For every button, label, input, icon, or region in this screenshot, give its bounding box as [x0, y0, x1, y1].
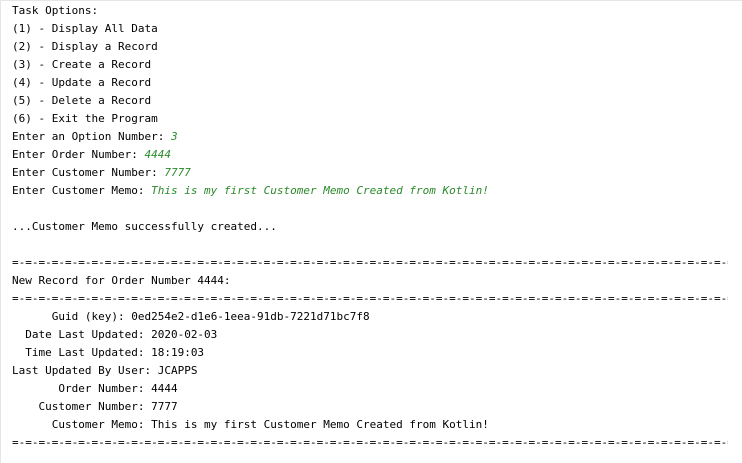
- menu-option-5: (5) - Delete a Record: [12, 94, 152, 107]
- separator-line: =-=-=-=-=-=-=-=-=-=-=-=-=-=-=-=-=-=-=-=-…: [12, 436, 728, 449]
- field-value: 4444: [151, 382, 178, 395]
- menu-title: Task Options:: [12, 4, 99, 17]
- menu-option-6: (6) - Exit the Program: [12, 112, 158, 125]
- record-field-customer-memo: Customer Memo: This is my first Customer…: [12, 416, 728, 434]
- field-label: Guid (key):: [12, 310, 132, 323]
- prompt-option-number: Enter an Option Number: 3: [12, 128, 728, 146]
- field-value: 18:19:03: [151, 346, 205, 359]
- record-field-guid: Guid (key): 0ed254e2-d1e6-1eea-91db-7221…: [12, 308, 728, 326]
- field-value: JCAPPS: [157, 364, 198, 377]
- menu-option-2: (2) - Display a Record: [12, 40, 158, 53]
- field-value: This is my first Customer Memo Created f…: [151, 418, 489, 431]
- prompt-label: Enter Customer Memo:: [12, 184, 152, 197]
- blank-line: [12, 200, 728, 218]
- prompt-customer-memo: Enter Customer Memo: This is my first Cu…: [12, 182, 728, 200]
- user-input: 4444: [144, 148, 171, 161]
- record-field-date: Date Last Updated: 2020-02-03: [12, 326, 728, 344]
- menu-option-3: (3) - Create a Record: [12, 58, 152, 71]
- separator-line: =-=-=-=-=-=-=-=-=-=-=-=-=-=-=-=-=-=-=-=-…: [12, 292, 728, 305]
- field-value: 0ed254e2-d1e6-1eea-91db-7221d71bc7f8: [131, 310, 370, 323]
- prompt-order-number: Enter Order Number: 4444: [12, 146, 728, 164]
- field-label: Customer Number:: [12, 400, 152, 413]
- blank-line: [12, 236, 728, 254]
- record-title: New Record for Order Number 4444:: [12, 274, 231, 287]
- record-field-customer-number: Customer Number: 7777: [12, 398, 728, 416]
- field-label: Last Updated By User:: [12, 364, 158, 377]
- menu-option-1: (1) - Display All Data: [12, 22, 158, 35]
- prompt-customer-number: Enter Customer Number: 7777: [12, 164, 728, 182]
- field-value: 7777: [151, 400, 178, 413]
- field-value: 2020-02-03: [151, 328, 218, 341]
- record-field-time: Time Last Updated: 18:19:03: [12, 344, 728, 362]
- field-label: Date Last Updated:: [12, 328, 152, 341]
- menu-option-4: (4) - Update a Record: [12, 76, 152, 89]
- status-message: ...Customer Memo successfully created...: [12, 220, 277, 233]
- field-label: Time Last Updated:: [12, 346, 152, 359]
- field-label: Order Number:: [12, 382, 152, 395]
- record-field-user: Last Updated By User: JCAPPS: [12, 362, 728, 380]
- user-input: 3: [170, 130, 178, 143]
- record-field-order-number: Order Number: 4444: [12, 380, 728, 398]
- prompt-label: Enter Customer Number:: [12, 166, 165, 179]
- prompt-label: Enter an Option Number:: [12, 130, 171, 143]
- console-output: Task Options: (1) - Display All Data (2)…: [12, 2, 728, 452]
- separator-line: =-=-=-=-=-=-=-=-=-=-=-=-=-=-=-=-=-=-=-=-…: [12, 256, 728, 269]
- field-label: Customer Memo:: [12, 418, 152, 431]
- user-input: 7777: [164, 166, 191, 179]
- user-input: This is my first Customer Memo Created f…: [151, 184, 489, 197]
- prompt-label: Enter Order Number:: [12, 148, 145, 161]
